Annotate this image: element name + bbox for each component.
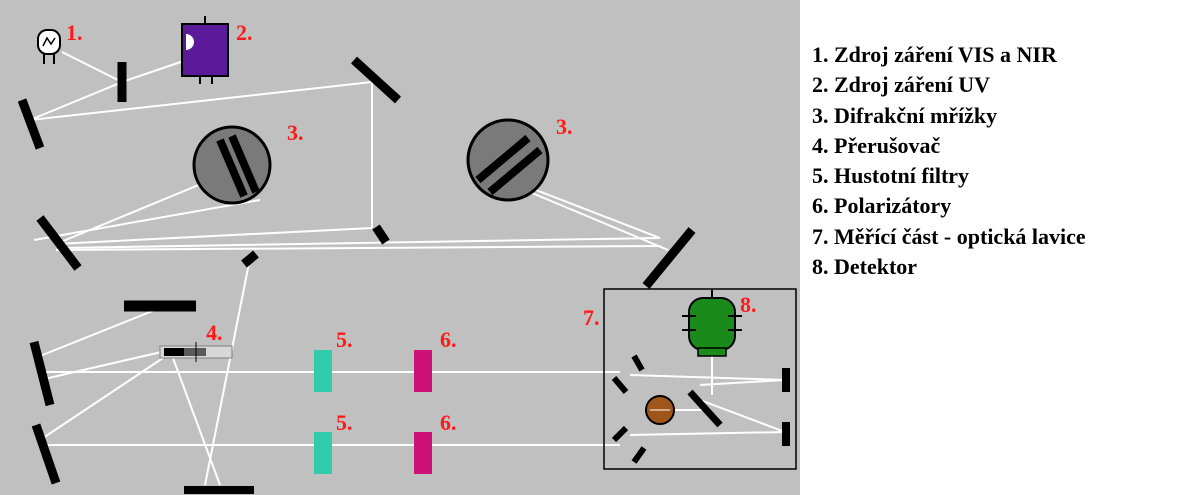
label-detector: 8. [740, 292, 757, 317]
chopper-icon [159, 342, 233, 362]
legend: 1. Zdroj záření VIS a NIR 2. Zdroj zářen… [812, 40, 1086, 282]
mirror-measure-1 [611, 376, 629, 394]
mirrors [17, 56, 790, 494]
mirror-top-left [17, 98, 45, 150]
label-polarizer-top: 6. [440, 327, 457, 352]
legend-item-detector: 8. Detektor [812, 254, 918, 280]
detector-icon [682, 290, 742, 357]
legend-item-chopper: 4. Přerušovač [812, 132, 941, 158]
mirror-measure-diagonal [687, 389, 723, 428]
legend-item-density-filters: 5. Hustotní filtry [812, 163, 970, 189]
vis-nir-lamp-icon [37, 29, 61, 64]
mirror-top-right [350, 56, 402, 104]
polarizer-top [414, 350, 432, 392]
label-filter-top: 5. [336, 327, 353, 352]
sample-icon [645, 395, 675, 425]
legend-item-gratings: 3. Difrakční mřížky [812, 102, 998, 128]
uv-lamp-icon [181, 16, 229, 84]
mirror-measure-3 [611, 425, 629, 443]
density-filter-top [314, 350, 332, 392]
measuring-part-box [603, 288, 797, 470]
density-filter-bottom [314, 432, 332, 474]
label-filter-bottom: 5. [336, 410, 353, 435]
label-grating-right: 3. [556, 114, 573, 139]
label-uv-source: 2. [236, 20, 253, 45]
mirror-left-lower-2 [31, 423, 61, 485]
mirror-left-middle [36, 215, 82, 271]
label-polarizer-bottom: 6. [440, 410, 457, 435]
spectrometer-diagram: 1. 2. 3. 3. 4. 5. 5. 6. 6. 7. 8. [0, 0, 800, 495]
legend-item-polarizers: 6. Polarizátory [812, 193, 952, 219]
polarizer-bottom [414, 432, 432, 474]
grating-left-icon [192, 125, 272, 205]
label-measuring-part: 7. [583, 305, 600, 330]
legend-item-vis-nir-source: 1. Zdroj záření VIS a NIR [812, 42, 1057, 67]
grating-right-icon [466, 118, 550, 202]
legend-item-uv-source: 2. Zdroj záření UV [812, 72, 991, 98]
mirror-small-middle [372, 224, 390, 245]
mirror-left-lower-1 [29, 340, 55, 407]
mirror-right-large [642, 227, 696, 289]
legend-item-measuring-part: 7. Měřící část - optická lavice [812, 223, 1086, 249]
mirror-small-diagonal [241, 250, 259, 268]
label-grating-left: 3. [287, 120, 304, 145]
mirror-measure-2 [631, 354, 645, 372]
label-chopper: 4. [206, 320, 223, 345]
label-vis-nir-source: 1. [66, 20, 83, 45]
mirror-measure-4 [631, 446, 647, 464]
